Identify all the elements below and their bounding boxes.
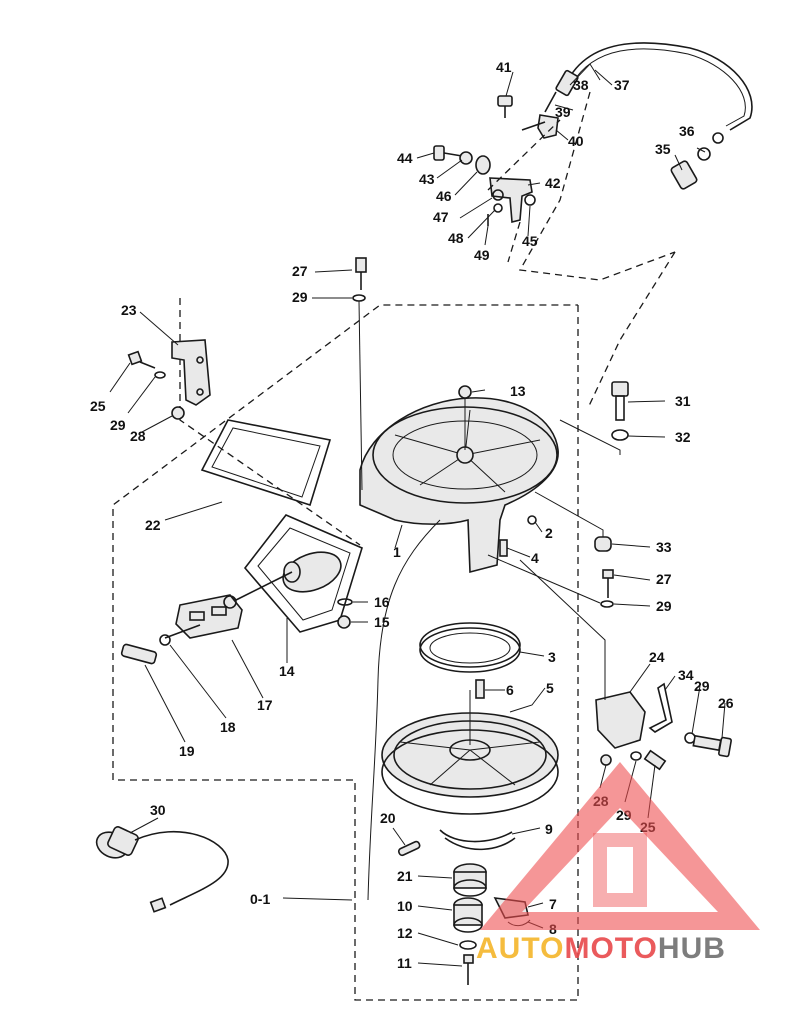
label-37: 37 — [614, 77, 630, 93]
pulley-5 — [381, 690, 559, 815]
interlock-cable-30 — [95, 826, 229, 913]
watermark-part1: AUTO — [476, 932, 564, 965]
label-9: 9 — [545, 821, 553, 837]
label-40: 40 — [568, 133, 584, 149]
label-29-linkage: 29 — [694, 678, 710, 694]
label-4: 4 — [531, 550, 539, 566]
label-38: 38 — [573, 77, 589, 93]
automotohub-watermark: AUTOMOTOHUB — [476, 762, 760, 965]
label-23: 23 — [121, 302, 137, 318]
label-27-right: 27 — [656, 571, 672, 587]
label-29-left: 29 — [110, 417, 126, 433]
right-fasteners — [487, 381, 629, 608]
label-28-left: 28 — [130, 428, 146, 444]
label-32: 32 — [675, 429, 691, 445]
label-35: 35 — [655, 141, 671, 157]
label-18: 18 — [220, 719, 236, 735]
label-29-right: 29 — [656, 598, 672, 614]
label-10: 10 — [397, 898, 413, 914]
assembly-boundary-lines — [112, 91, 676, 1001]
label-44: 44 — [397, 150, 413, 166]
cable-anchor-group — [433, 95, 561, 263]
label-26: 26 — [718, 695, 734, 711]
label-17: 17 — [257, 697, 273, 713]
label-45: 45 — [522, 233, 538, 249]
label-15: 15 — [374, 614, 390, 630]
label-27-top: 27 — [292, 263, 308, 279]
label-3: 3 — [548, 649, 556, 665]
label-19: 19 — [179, 743, 195, 759]
label-39: 39 — [555, 104, 571, 120]
label-43: 43 — [419, 171, 435, 187]
label-24: 24 — [649, 649, 665, 665]
label-42: 42 — [545, 175, 561, 191]
label-7: 7 — [549, 896, 557, 912]
label-49: 49 — [474, 247, 490, 263]
part-labels: 41 38 37 39 40 44 36 35 43 42 46 47 48 4… — [90, 59, 734, 971]
label-34: 34 — [678, 667, 694, 683]
bracket-23 — [127, 339, 211, 420]
label-16: 16 — [374, 594, 390, 610]
watermark-part3: HUB — [658, 932, 726, 965]
label-33: 33 — [656, 539, 672, 555]
label-46: 46 — [436, 188, 452, 204]
label-22: 22 — [145, 517, 161, 533]
label-2: 2 — [545, 525, 553, 541]
label-31: 31 — [675, 393, 691, 409]
label-21: 21 — [397, 868, 413, 884]
label-41: 41 — [496, 59, 512, 75]
label-0-1: 0-1 — [250, 891, 270, 907]
label-36: 36 — [679, 123, 695, 139]
interlock-linkage — [519, 559, 732, 771]
starter-housing-1 — [359, 397, 559, 574]
watermark-triangle-icon — [480, 762, 760, 930]
label-47: 47 — [433, 209, 449, 225]
label-6: 6 — [506, 682, 514, 698]
label-20: 20 — [380, 810, 396, 826]
svg-text:AUTOMOTOHUB: AUTOMOTOHUB — [476, 932, 726, 965]
label-25-left: 25 — [90, 398, 106, 414]
label-5: 5 — [546, 680, 554, 696]
rewind-spring-3 — [419, 622, 521, 673]
top-fasteners — [352, 257, 472, 491]
label-14: 14 — [279, 663, 295, 679]
label-48: 48 — [448, 230, 464, 246]
starter-cable-37 — [544, 42, 753, 190]
watermark-part2: MOTO — [564, 932, 657, 965]
label-12: 12 — [397, 925, 413, 941]
pin-6 — [475, 679, 485, 699]
label-13: 13 — [510, 383, 526, 399]
label-29-top: 29 — [292, 289, 308, 305]
label-11: 11 — [397, 955, 412, 971]
label-30: 30 — [150, 802, 166, 818]
label-1: 1 — [393, 544, 401, 560]
handle-cover-14 — [243, 514, 363, 633]
gasket-22 — [200, 419, 332, 507]
starter-handle-group — [120, 571, 353, 665]
starter-rope-line — [367, 519, 441, 901]
